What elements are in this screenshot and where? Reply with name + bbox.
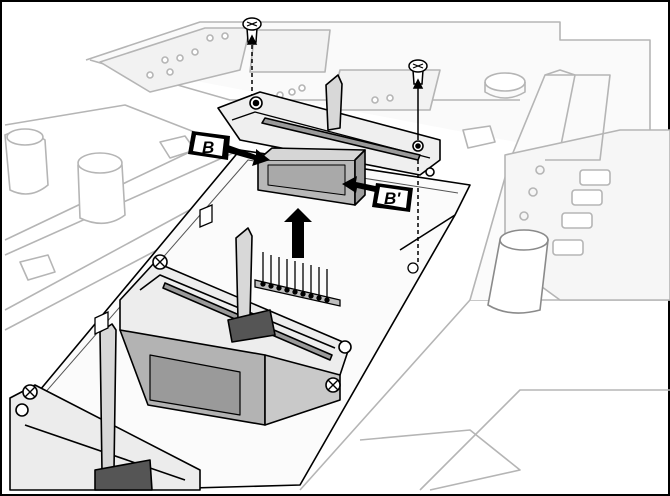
callout-b-prime-label: B' bbox=[384, 189, 401, 208]
arrow-up-icon bbox=[246, 34, 258, 45]
crossfader-knob bbox=[487, 229, 549, 314]
connector-pins bbox=[254, 252, 341, 307]
lower-fader-assembly bbox=[119, 227, 352, 426]
callout-b-prime: B' bbox=[372, 183, 413, 212]
screw-right bbox=[408, 59, 428, 265]
screw-left bbox=[242, 17, 262, 95]
callout-b-prime-arrow bbox=[342, 176, 385, 194]
callout-b-label: B bbox=[202, 138, 214, 157]
bottom-fader-assembly bbox=[9, 323, 201, 491]
callout-b-arrow bbox=[226, 145, 270, 166]
knob-left-2 bbox=[77, 152, 126, 225]
lift-arrow-icon bbox=[284, 208, 312, 258]
upper-fader-assembly bbox=[217, 74, 441, 206]
knob-left-1 bbox=[4, 128, 49, 195]
mounting-tabs bbox=[94, 204, 419, 336]
arrow-up-icon bbox=[412, 78, 424, 89]
callout-b: B bbox=[188, 131, 230, 160]
